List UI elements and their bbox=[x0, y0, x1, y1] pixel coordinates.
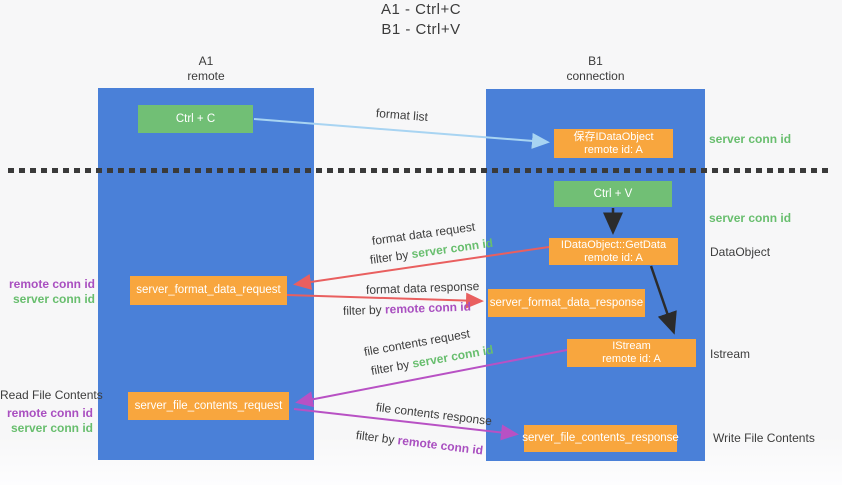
node-ctrl-c-label: Ctrl + C bbox=[175, 112, 216, 125]
node-server-format-data-request: server_format_data_request bbox=[130, 276, 287, 305]
node-server-file-contents-response: server_file_contents_response bbox=[522, 425, 679, 452]
filter-by-text: filter by bbox=[369, 356, 414, 378]
label-format-data-response: format data response bbox=[365, 279, 480, 297]
node-idataobject-getdata-line2: remote id: A bbox=[584, 251, 643, 264]
left-label-remote-conn-id-1: remote conn id bbox=[0, 277, 95, 291]
filter-by-text: filter by bbox=[355, 428, 399, 448]
node-ctrl-v: Ctrl + V bbox=[554, 181, 672, 207]
column-b1-subtitle: connection bbox=[566, 69, 625, 83]
right-label-server-conn-id-2: server conn id bbox=[709, 211, 791, 225]
filter-by-text: filter by bbox=[369, 247, 413, 267]
column-b1-name: B1 bbox=[588, 54, 603, 68]
title-line-2: B1 - Ctrl+V bbox=[381, 21, 461, 38]
remote-conn-id-text: remote conn id bbox=[384, 299, 472, 317]
copy-paste-separator-line bbox=[8, 168, 830, 173]
node-server-format-data-response: server_format_data_response bbox=[488, 289, 645, 317]
node-istream-line1: IStream bbox=[612, 340, 651, 352]
column-header-b1: B1 connection bbox=[486, 54, 705, 84]
server-conn-id-text: server conn id bbox=[709, 211, 792, 225]
server-conn-id-text: server conn id bbox=[10, 421, 93, 435]
left-label-read-file-contents: Read File Contents bbox=[0, 388, 103, 402]
server-conn-id-text: server conn id bbox=[12, 292, 95, 306]
node-server-file-contents-response-label: server_file_contents_response bbox=[522, 432, 679, 444]
node-save-idataobject-line1: 保存IDataObject bbox=[573, 130, 654, 143]
diagram-title: A1 - Ctrl+C B1 - Ctrl+V bbox=[0, 0, 842, 40]
node-idataobject-getdata: IDataObject::GetData remote id: A bbox=[549, 238, 678, 265]
node-istream: IStream remote id: A bbox=[567, 339, 696, 367]
node-idataobject-getdata-line1: IDataObject::GetData bbox=[560, 238, 667, 251]
remote-conn-id-text: remote conn id bbox=[8, 277, 95, 291]
column-a1-subtitle: remote bbox=[187, 69, 225, 83]
server-conn-id-text: server conn id bbox=[709, 132, 792, 146]
right-label-istream: Istream bbox=[710, 347, 751, 361]
remote-conn-id-text: remote conn id bbox=[6, 406, 93, 420]
right-label-server-conn-id-1: server conn id bbox=[709, 132, 791, 146]
node-server-format-data-response-label: server_format_data_response bbox=[489, 296, 644, 309]
left-label-remote-conn-id-2: remote conn id bbox=[0, 406, 93, 420]
node-save-idataobject: 保存IDataObject remote id: A bbox=[554, 129, 673, 158]
right-label-dataobject: DataObject bbox=[710, 245, 771, 259]
label-filter-by-remote-conn-id-2: filter by remote conn id bbox=[355, 428, 484, 457]
right-label-write-file-contents: Write File Contents bbox=[713, 431, 815, 445]
label-filter-by-remote-conn-id-1: filter by remote conn id bbox=[343, 300, 471, 318]
node-save-idataobject-line2: remote id: A bbox=[584, 143, 643, 156]
label-file-contents-response: file contents response bbox=[375, 400, 493, 429]
node-ctrl-v-label: Ctrl + V bbox=[593, 187, 633, 200]
node-server-file-contents-request: server_file_contents_request bbox=[128, 392, 289, 420]
left-label-server-conn-id-1: server conn id bbox=[0, 292, 95, 306]
column-a1-name: A1 bbox=[198, 54, 214, 68]
node-server-file-contents-request-label: server_file_contents_request bbox=[134, 399, 283, 412]
node-server-format-data-request-label: server_format_data_request bbox=[136, 284, 281, 296]
title-line-1: A1 - Ctrl+C bbox=[380, 1, 462, 18]
label-format-list: format list bbox=[375, 106, 429, 125]
column-header-a1: A1 remote bbox=[98, 54, 314, 84]
left-label-server-conn-id-2: server conn id bbox=[0, 421, 93, 435]
node-ctrl-c: Ctrl + C bbox=[138, 105, 253, 133]
node-istream-line2: remote id: A bbox=[602, 353, 661, 365]
remote-conn-id-text: remote conn id bbox=[396, 433, 484, 458]
filter-by-text: filter by bbox=[342, 302, 386, 318]
